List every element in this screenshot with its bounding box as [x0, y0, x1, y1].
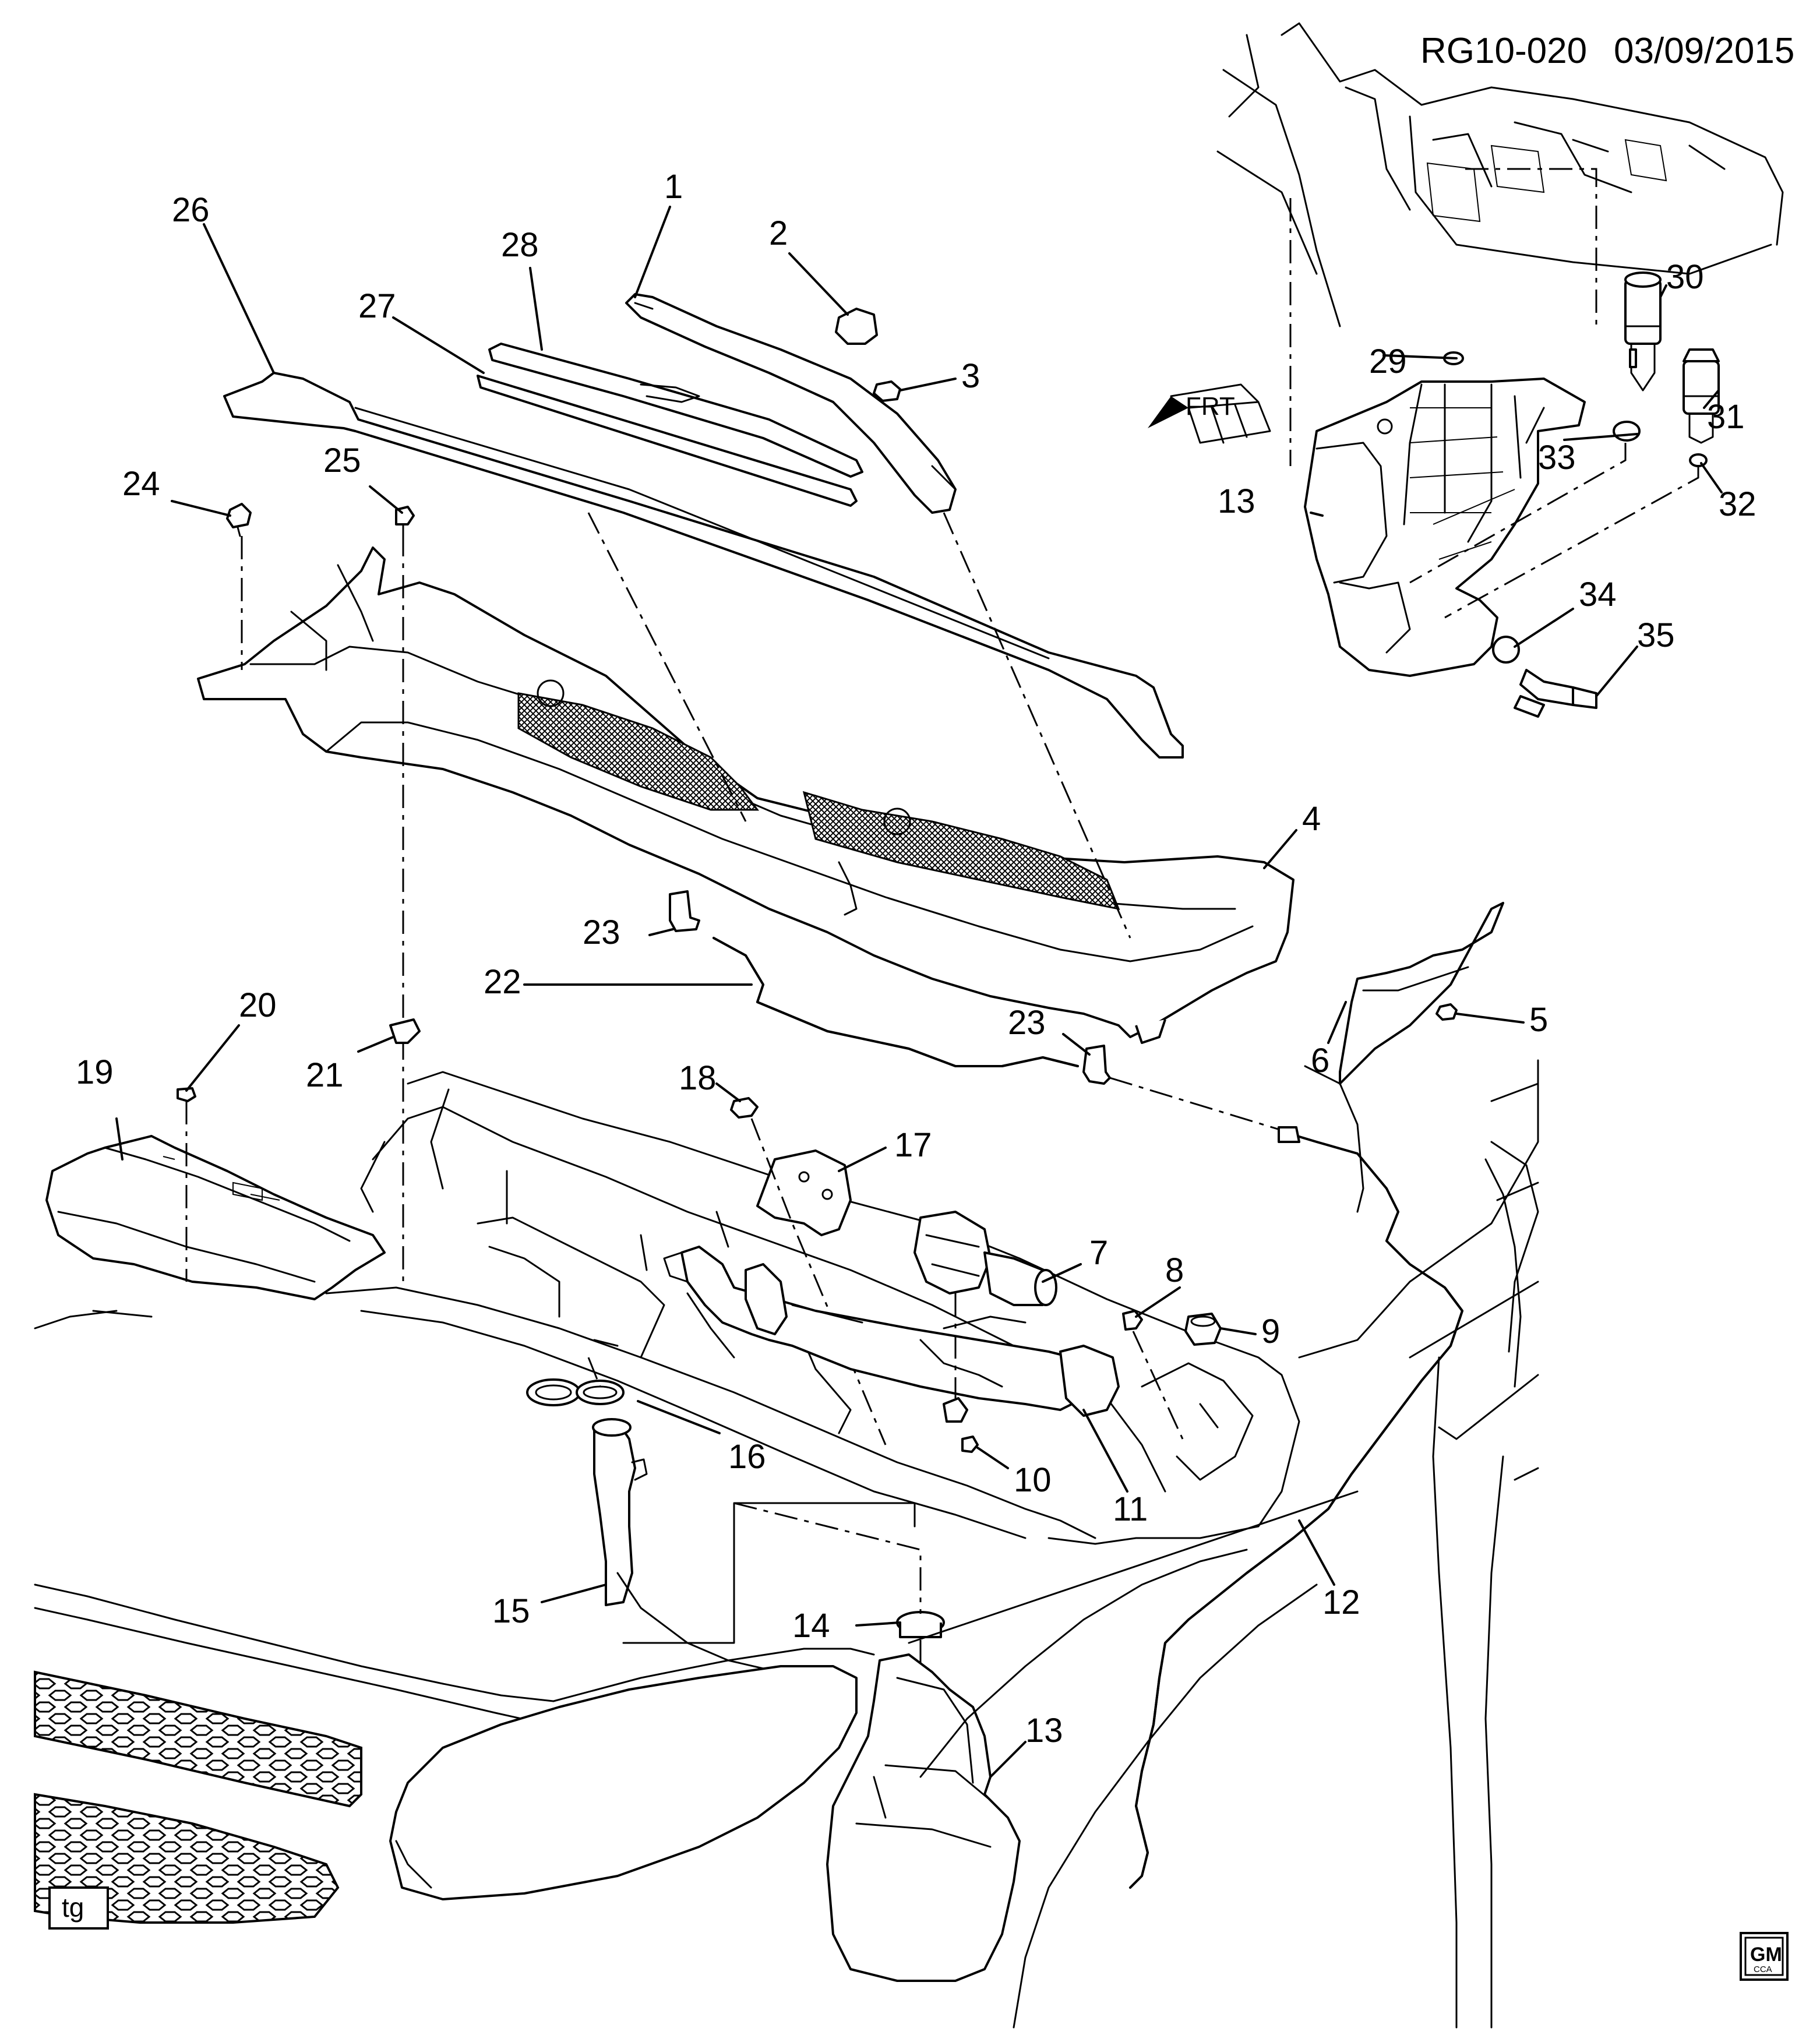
gm-logo: GM CCA [1740, 1932, 1789, 1981]
washer-reservoir-lower [826, 1653, 1021, 1982]
callout-13-inset: 13 [1218, 482, 1255, 520]
filler-neck-15 [592, 1418, 648, 1606]
grommet-34 [1492, 636, 1520, 664]
cowl-seal-26 [223, 372, 1184, 759]
washer-reservoir-inset [1304, 378, 1586, 677]
callout-16: 16 [728, 1438, 766, 1476]
gm-logo-text: GM [1750, 1944, 1782, 1966]
wiper-transmission-11 [663, 1246, 1120, 1423]
front-arrow-icon [1148, 396, 1188, 428]
blade-insert-27 [477, 375, 858, 507]
callout-21: 21 [306, 1056, 344, 1094]
cowl-side-panel-6 [1339, 902, 1504, 1085]
tag-box: tg [48, 1886, 109, 1930]
body-plenum-structure [325, 1059, 1539, 1545]
wiper-motor-7 [913, 1211, 1057, 1306]
callout-13-lower: 13 [1025, 1712, 1063, 1750]
callout-28: 28 [501, 226, 539, 264]
callout-8: 8 [1165, 1251, 1184, 1289]
callout-2: 2 [769, 214, 788, 252]
callout-1: 1 [664, 168, 683, 206]
gm-logo-subtext: CCA [1754, 1965, 1772, 1974]
nut-5 [1435, 1003, 1458, 1021]
callout-22: 22 [484, 963, 521, 1001]
arm-cap-2 [835, 308, 878, 345]
diagram-header: RG10-020 03/09/2015 [1420, 31, 1794, 71]
callout-labels: 1 2 3 4 5 6 7 8 9 10 11 12 13 13 14 15 1… [76, 168, 1756, 1750]
bolt-18 [730, 1097, 759, 1119]
grommet-33 [1613, 421, 1641, 442]
wiper-blade-28 [488, 343, 863, 478]
arm-nut-3 [873, 380, 901, 402]
bracket-17 [756, 1149, 852, 1236]
callout-32: 32 [1719, 485, 1756, 523]
seal-16 [526, 1378, 625, 1406]
callout-24: 24 [122, 465, 160, 503]
callout-29: 29 [1369, 343, 1407, 380]
washer-hose-12 [1129, 1126, 1463, 1889]
callout-5: 5 [1529, 1001, 1548, 1039]
callout-31: 31 [1707, 398, 1745, 436]
bolt-10 [961, 1436, 979, 1453]
callout-33: 33 [1538, 439, 1576, 477]
washer-pump-30 [1624, 271, 1662, 392]
grommet-32 [1689, 453, 1708, 467]
callout-4: 4 [1302, 800, 1321, 838]
callout-27: 27 [358, 287, 396, 325]
level-sensor-35 [1514, 669, 1597, 718]
callout-34: 34 [1579, 576, 1617, 613]
front-label: FRT [1186, 392, 1235, 421]
connector-23-upper [669, 890, 700, 932]
callout-14: 14 [792, 1607, 830, 1645]
callout-11: 11 [1113, 1490, 1148, 1528]
front-direction-marker: FRT [1148, 383, 1271, 444]
callout-19: 19 [76, 1053, 114, 1091]
cowl-filler-19 [45, 1135, 386, 1300]
push-pin-20 [177, 1087, 196, 1102]
cowl-panel-4 [197, 546, 1295, 1044]
inset-body-structure [1216, 22, 1784, 466]
vehicle-front-outline [34, 1082, 1539, 2029]
wiper-arm-1 [625, 293, 957, 514]
clip-24 [226, 503, 252, 537]
callout-6: 6 [1311, 1042, 1329, 1080]
leader-lines [115, 206, 1723, 1778]
tag-label: tg [62, 1892, 84, 1923]
callout-12: 12 [1322, 1583, 1360, 1621]
callout-23-lower: 23 [1008, 1004, 1046, 1042]
callout-35: 35 [1637, 616, 1675, 654]
grommet-9 [1184, 1313, 1222, 1346]
callout-3: 3 [961, 357, 980, 395]
callout-18: 18 [679, 1059, 717, 1097]
diagram-date: 03/09/2015 [1614, 31, 1794, 71]
callout-15: 15 [492, 1592, 530, 1630]
callout-26: 26 [172, 191, 210, 229]
diagram-code: RG10-020 [1420, 31, 1587, 71]
callout-20: 20 [239, 986, 277, 1024]
callout-17: 17 [894, 1126, 932, 1164]
clip-21 [389, 1018, 421, 1044]
callout-25: 25 [323, 442, 361, 479]
callout-30: 30 [1666, 258, 1704, 296]
callout-10: 10 [1014, 1461, 1052, 1499]
callout-23-upper: 23 [583, 914, 620, 951]
connector-23-lower [1082, 1045, 1111, 1085]
upper-grille [34, 1670, 362, 1808]
callout-9: 9 [1261, 1313, 1280, 1350]
callout-7: 7 [1089, 1234, 1108, 1272]
washer-hose-22 [713, 937, 1079, 1067]
